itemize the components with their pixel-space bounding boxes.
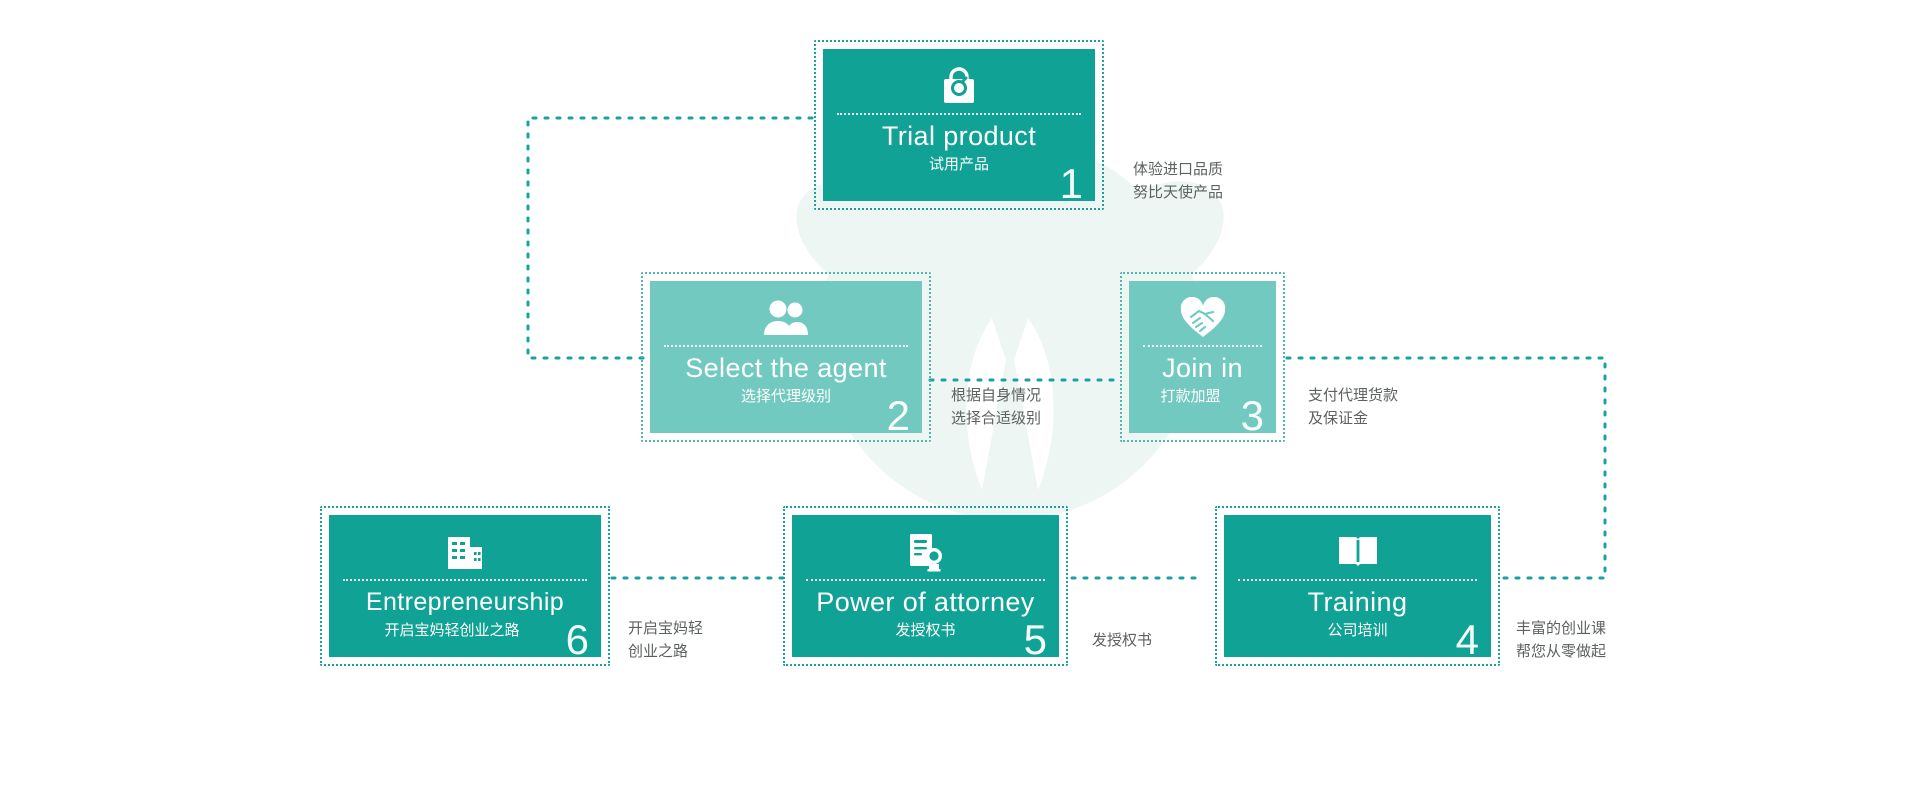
caption-join-in: 支付代理货款 及保证金 <box>1308 384 1398 430</box>
caption-line-2: 选择合适级别 <box>951 410 1042 427</box>
caption-line-1: 发授权书 <box>1092 632 1153 649</box>
caption-line-1: 丰富的创业课 <box>1516 620 1607 637</box>
step-title-cn: 公司培训 <box>1327 622 1388 639</box>
caption-training: 丰富的创业课 帮您从零做起 <box>1516 617 1606 663</box>
step-divider <box>837 113 1081 115</box>
caption-select-the-agent: 根据自身情况 选择合适级别 <box>951 384 1041 430</box>
step-divider <box>806 579 1045 581</box>
caption-entrepreneurship: 开启宝妈轻 创业之路 <box>628 617 703 663</box>
step-card-body: Training 公司培训 4 <box>1224 515 1491 657</box>
caption-trial-product: 体验进口品质 努比天使产品 <box>1133 158 1223 204</box>
step-number: 1 <box>1059 160 1083 202</box>
caption-line-1: 支付代理货款 <box>1308 387 1399 404</box>
caption-line-1: 开启宝妈轻 <box>628 620 704 637</box>
step-number: 6 <box>565 616 589 658</box>
step-title-en: Power of attorney <box>816 587 1035 617</box>
step-divider <box>664 345 908 347</box>
step-title-en: Training <box>1307 587 1408 617</box>
step-divider <box>1143 345 1262 347</box>
two-people-icon <box>650 295 922 341</box>
shopping-bag-icon <box>823 63 1095 109</box>
step-card-training[interactable]: Training 公司培训 4 <box>1215 506 1500 666</box>
step-card-body: Power of attorney 发授权书 5 <box>792 515 1059 657</box>
step-card-body: Entrepreneurship 开启宝妈轻创业之路 6 <box>329 515 601 657</box>
step-number: 4 <box>1455 616 1479 658</box>
step-card-body: Join in 打款加盟 3 <box>1129 281 1276 433</box>
step-card-power-of-attorney[interactable]: Power of attorney 发授权书 5 <box>783 506 1068 666</box>
caption-line-1: 根据自身情况 <box>951 387 1042 404</box>
caption-line-2: 及保证金 <box>1308 410 1369 427</box>
step-title-cn: 试用产品 <box>928 156 989 173</box>
step-number: 3 <box>1240 392 1264 434</box>
step-card-select-the-agent[interactable]: Select the agent 选择代理级别 2 <box>641 272 931 442</box>
step-divider <box>1238 579 1477 581</box>
step-title-en: Join in <box>1162 353 1243 383</box>
step-title-cn: 发授权书 <box>895 622 956 639</box>
certificate-icon <box>792 529 1059 575</box>
step-card-body: Trial product 试用产品 1 <box>823 49 1095 201</box>
step-title-en: Trial product <box>881 121 1037 151</box>
step-title-cn: 开启宝妈轻创业之路 <box>384 622 520 639</box>
caption-power-of-attorney: 发授权书 <box>1092 629 1152 652</box>
step-card-entrepreneurship[interactable]: Entrepreneurship 开启宝妈轻创业之路 6 <box>320 506 610 666</box>
caption-line-2: 努比天使产品 <box>1133 184 1224 201</box>
step-number: 5 <box>1023 616 1047 658</box>
caption-line-2: 创业之路 <box>628 643 689 660</box>
step-divider <box>343 579 587 581</box>
open-book-icon <box>1224 529 1491 575</box>
step-card-body: Select the agent 选择代理级别 2 <box>650 281 922 433</box>
step-card-join-in[interactable]: Join in 打款加盟 3 <box>1120 272 1285 442</box>
step-title-en: Select the agent <box>685 353 887 383</box>
step-number: 2 <box>886 392 910 434</box>
step-title-en: Entrepreneurship <box>365 588 565 616</box>
handshake-heart-icon <box>1129 295 1276 341</box>
caption-line-1: 体验进口品质 <box>1133 161 1224 178</box>
step-title-cn: 选择代理级别 <box>740 388 831 405</box>
office-building-icon <box>329 529 601 575</box>
step-card-trial-product[interactable]: Trial product 试用产品 1 <box>814 40 1104 210</box>
caption-line-2: 帮您从零做起 <box>1516 643 1607 660</box>
